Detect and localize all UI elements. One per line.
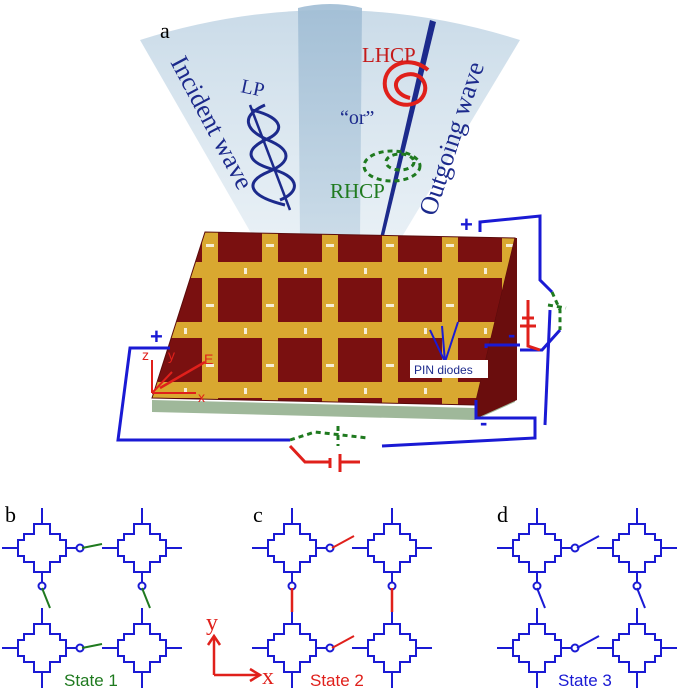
plus-sign-left: +	[150, 324, 163, 349]
or-label: “or”	[340, 107, 374, 129]
metasurface-board	[151, 231, 517, 420]
minus-sign-bottom: -	[480, 410, 487, 435]
pin-diodes-callout: PIN diodes	[410, 321, 488, 378]
lp-label: LP	[239, 75, 266, 101]
state-1-label: State 1	[64, 671, 118, 690]
state-cells	[2, 508, 677, 688]
axis-e-label: E	[204, 351, 213, 367]
lhcp-spiral-icon	[382, 60, 430, 107]
state-cell-2	[252, 508, 432, 688]
plus-sign-top: +	[460, 212, 473, 237]
big-x-label: x	[262, 664, 274, 690]
outgoing-beam-line	[380, 20, 436, 240]
minus-sign-right: -	[508, 322, 515, 347]
state-cell-1	[2, 508, 182, 688]
lp-wave-icon	[246, 103, 296, 211]
board-axes	[151, 360, 206, 394]
panel-label-d: d	[497, 502, 508, 527]
axis-x-label: x	[198, 389, 205, 405]
axis-z-label: z	[142, 347, 149, 363]
panel-label-a: a	[160, 18, 170, 43]
state-2-label: State 2	[310, 671, 364, 690]
panel-label-c: c	[253, 502, 263, 527]
bias-wiring-red	[288, 300, 541, 472]
rhcp-spiral-icon	[362, 149, 422, 183]
rhcp-label: RHCP	[330, 179, 385, 203]
bias-wiring-green	[289, 291, 567, 446]
big-y-label: y	[206, 610, 218, 636]
axis-y-label: y	[168, 347, 175, 363]
state-3-label: State 3	[558, 671, 612, 690]
lhcp-label: LHCP	[362, 43, 416, 67]
panel-label-b: b	[5, 502, 16, 527]
bias-wiring	[116, 214, 562, 448]
state-cell-3	[497, 508, 677, 688]
state-axes	[206, 633, 263, 683]
pin-diodes-label: PIN diodes	[414, 363, 473, 377]
